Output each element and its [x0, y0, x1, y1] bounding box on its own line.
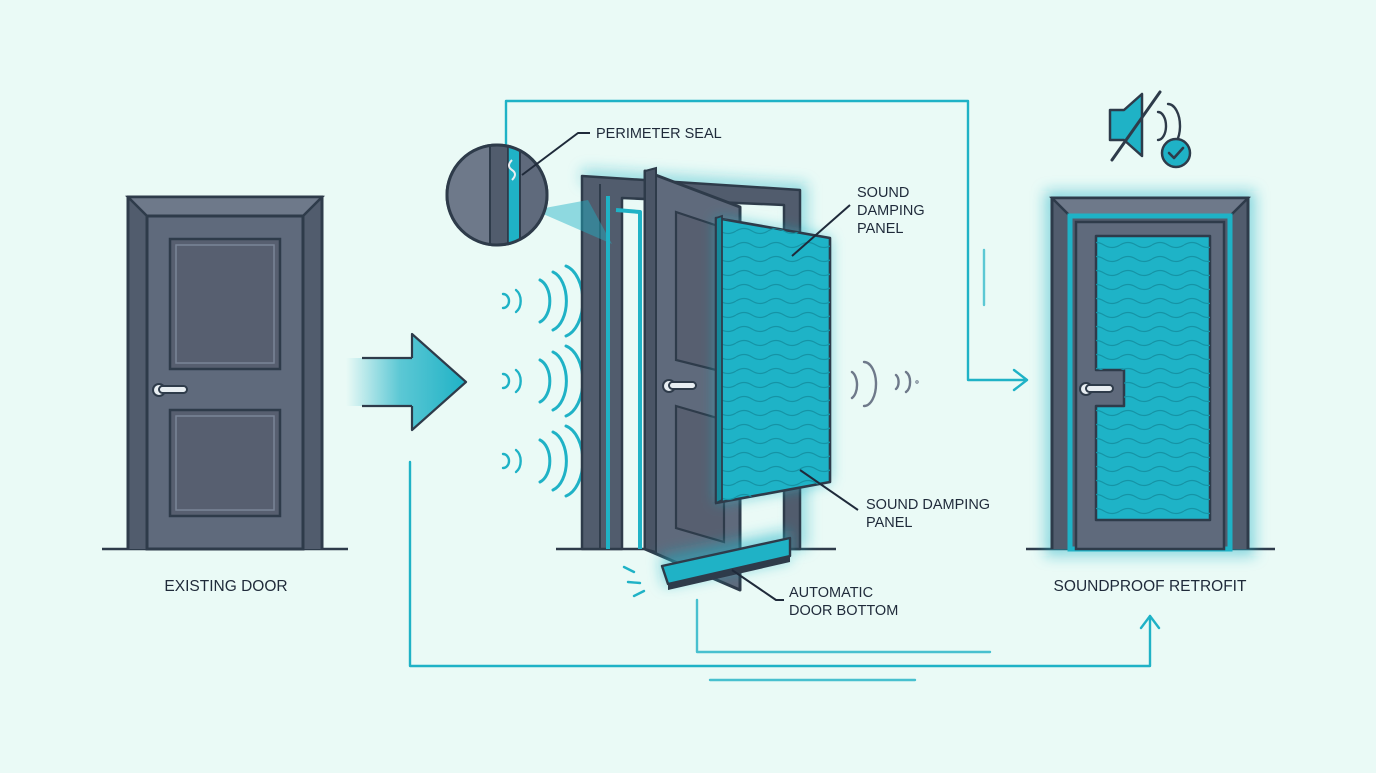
- check-circle-icon: [1160, 137, 1192, 169]
- existing-door-label: EXISTING DOOR: [164, 578, 287, 595]
- sound-wave-icon-upper: [501, 264, 585, 338]
- existing-door: [102, 195, 348, 551]
- door-panel-lower-open: [674, 404, 726, 544]
- bottom-connector-arrowhead: [1139, 614, 1161, 630]
- door-panel-upper: [168, 237, 282, 371]
- process-arrow: [346, 332, 468, 432]
- door-panel-lower: [168, 408, 282, 518]
- connector-lines: [408, 99, 1161, 682]
- damping-panel-top-label: SOUND DAMPING PANEL: [857, 185, 929, 237]
- bottom-connector: [408, 460, 1152, 668]
- sound-wave-icon-lower: [501, 424, 585, 498]
- door-bottom-leader: [731, 569, 784, 601]
- damping-panel-bottom-label: SOUND DAMPING PANEL: [866, 497, 994, 531]
- damping-panel-top-leader: [791, 204, 851, 257]
- dampened-sound-wave-icon: [850, 360, 919, 408]
- activation-burst-icon: [622, 565, 646, 598]
- top-connector-arrowhead: [1012, 368, 1029, 392]
- damping-panel-bottom-leader: [799, 469, 859, 511]
- door-handle-icon-open: [662, 379, 697, 393]
- top-connector: [504, 99, 1028, 382]
- sound-wave-icon-middle: [501, 344, 585, 418]
- callout-leaders: [521, 132, 859, 601]
- perimeter-seal-strip: [606, 196, 642, 549]
- soundproof-retrofit-label: SOUNDPROOF RETROFIT: [1054, 578, 1247, 595]
- inner-bottom-line: [695, 598, 992, 654]
- perimeter-seal-leader: [521, 132, 590, 176]
- door-handle-icon-sealed: [1079, 382, 1114, 396]
- retrofit-assembly: [556, 166, 836, 598]
- soundproof-door: [1026, 191, 1275, 556]
- perimeter-seal-label: PERIMETER SEAL: [596, 126, 722, 142]
- door-handle-icon: [152, 383, 188, 397]
- door-bottom-label: AUTOMATIC DOOR BOTTOM: [789, 585, 898, 619]
- incoming-sound-waves: [501, 264, 585, 498]
